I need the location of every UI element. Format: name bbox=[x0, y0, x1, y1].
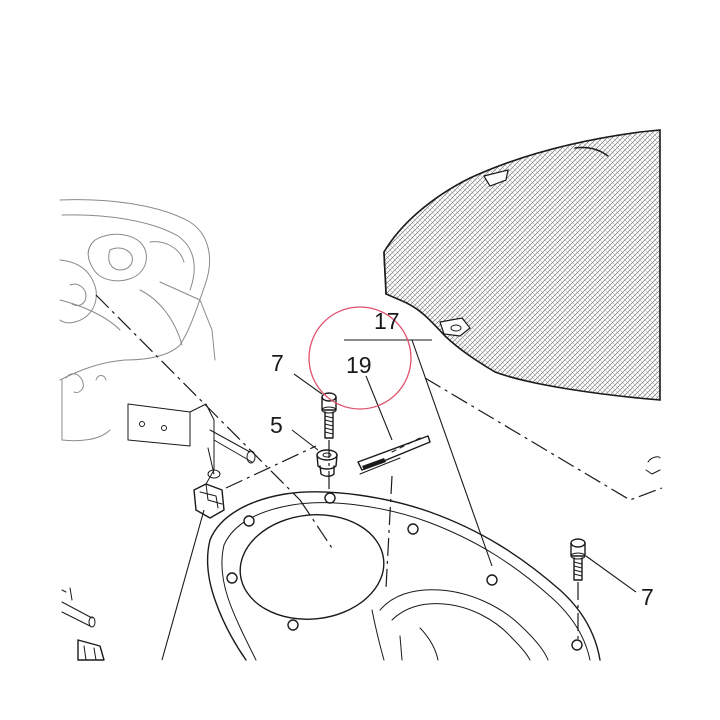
frame-casting bbox=[59, 199, 216, 442]
callout-7-top: 7 bbox=[271, 350, 284, 376]
callout-17: 17 bbox=[374, 308, 400, 334]
bolt-right bbox=[570, 538, 586, 581]
assembly-centerlines bbox=[95, 294, 663, 640]
callout-5: 5 bbox=[270, 412, 283, 438]
callout-19: 19 bbox=[346, 352, 372, 378]
label-strip bbox=[357, 435, 431, 475]
clip-nut bbox=[193, 483, 225, 519]
highlight-circle bbox=[308, 306, 412, 410]
mounting-bracket bbox=[127, 403, 256, 485]
small-fasteners bbox=[61, 587, 105, 661]
lower-housing bbox=[206, 491, 601, 661]
callout-7-right: 7 bbox=[641, 584, 654, 610]
bolt-upper bbox=[321, 392, 337, 439]
leader-lines bbox=[161, 339, 637, 661]
grommet bbox=[316, 449, 338, 477]
mesh-cover bbox=[383, 129, 661, 475]
